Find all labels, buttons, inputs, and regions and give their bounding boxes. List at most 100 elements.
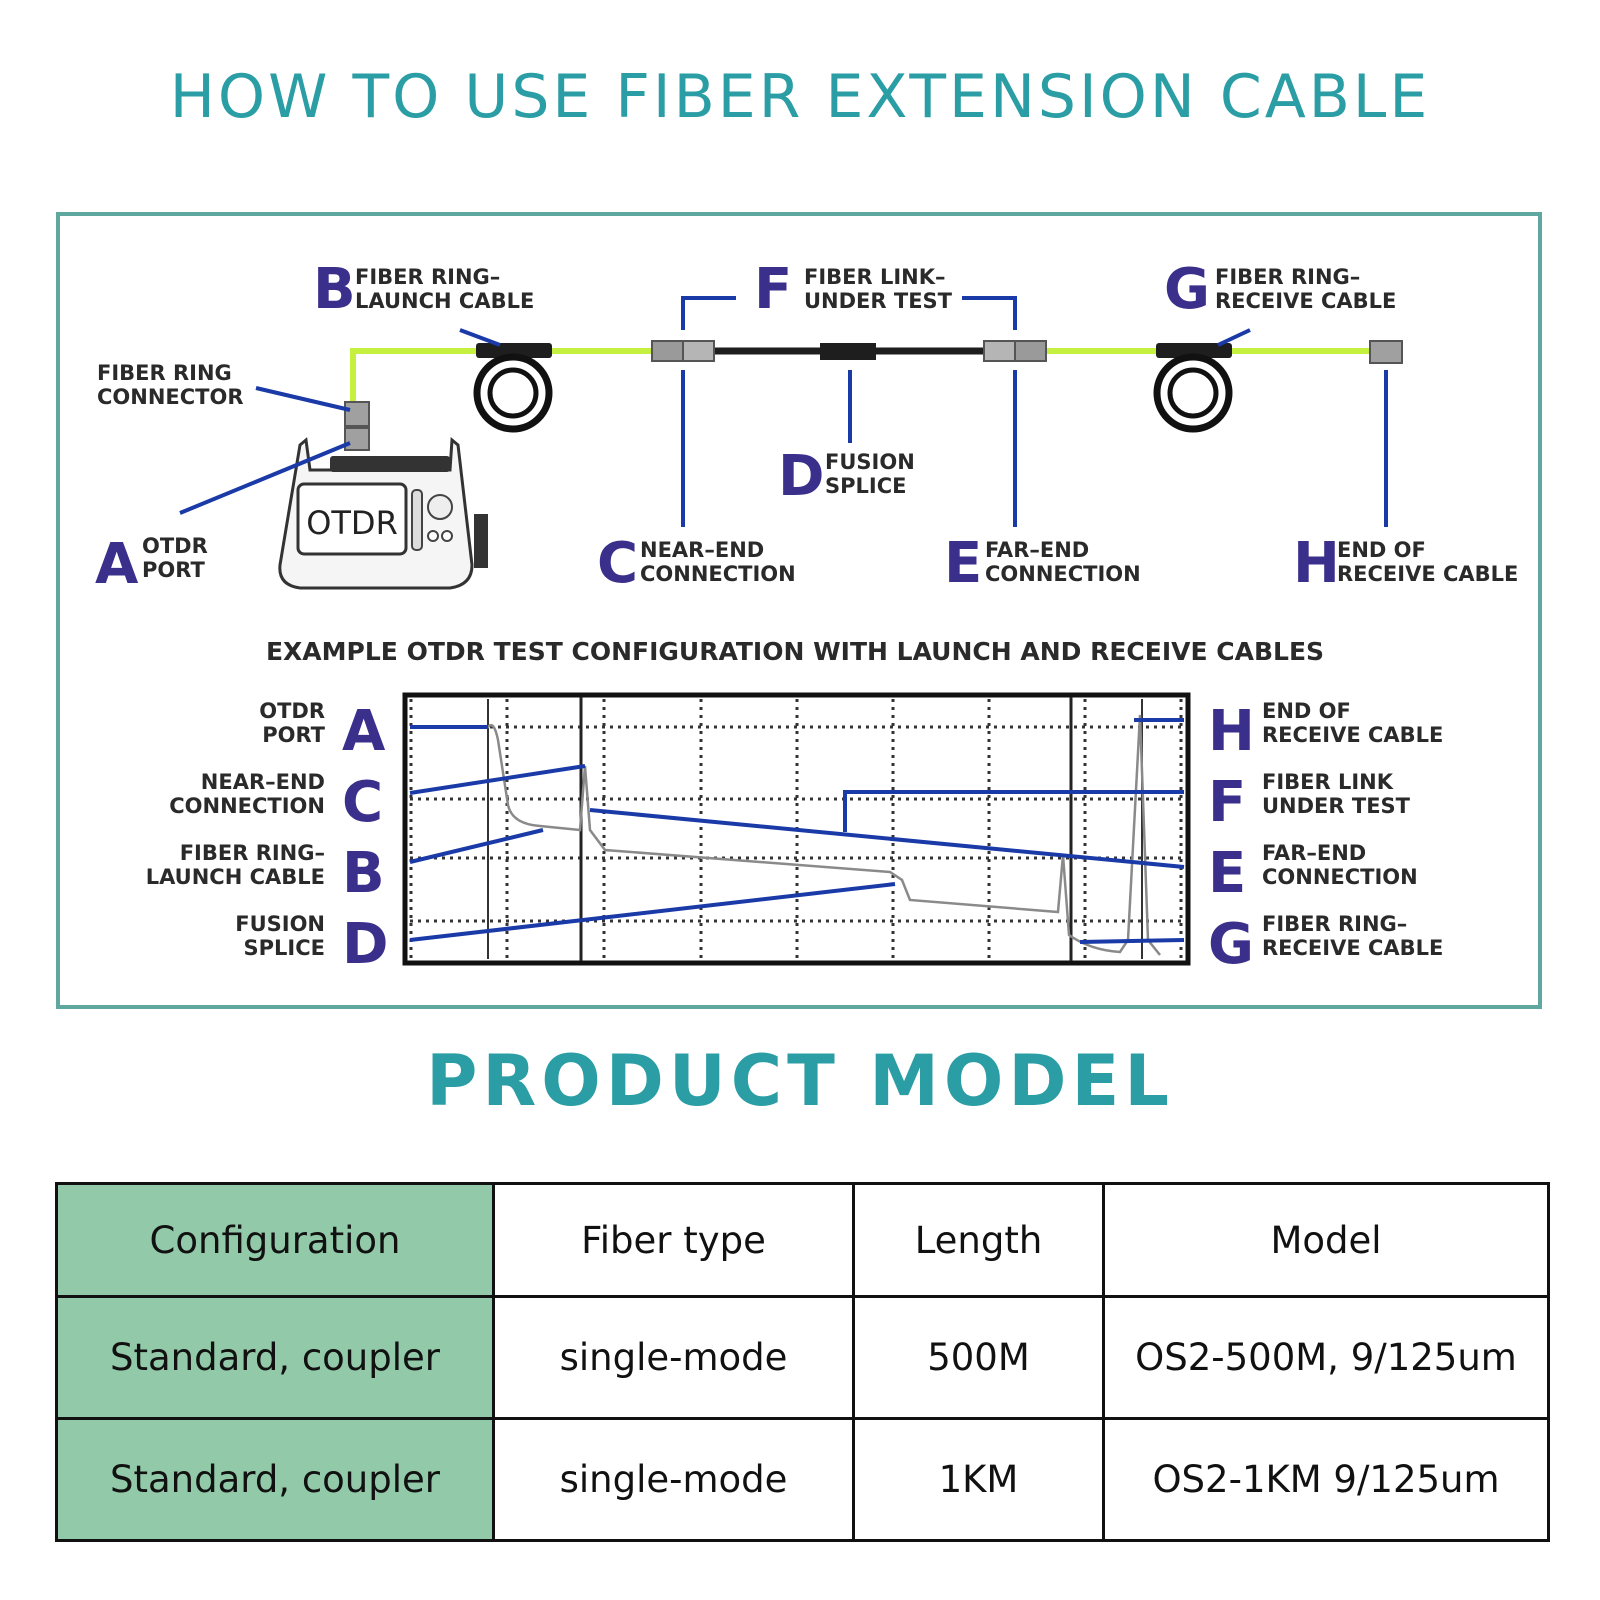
svg-text:RECEIVE CABLE: RECEIVE CABLE xyxy=(1215,289,1396,313)
cell-fiber-type: single-mode xyxy=(492,1417,855,1542)
label-connector: FIBER RING CONNECTOR xyxy=(97,361,244,409)
svg-text:UNDER TEST: UNDER TEST xyxy=(804,289,953,313)
diagram-frame xyxy=(56,212,1542,1009)
diagram-subtitle: EXAMPLE OTDR TEST CONFIGURATION WITH LAU… xyxy=(266,637,1324,666)
svg-text:E: E xyxy=(944,531,982,596)
cell-configuration: Standard, coupler xyxy=(55,1417,495,1542)
label-e-far-end: E FAR–END CONNECTION xyxy=(944,531,1141,596)
label-b-launch: B FIBER RING– LAUNCH CABLE xyxy=(313,257,534,322)
svg-text:LAUNCH CABLE: LAUNCH CABLE xyxy=(355,289,534,313)
svg-text:B: B xyxy=(313,257,356,322)
svg-text:A: A xyxy=(95,532,139,597)
svg-text:FIBER LINK–: FIBER LINK– xyxy=(804,265,946,289)
svg-text:PORT: PORT xyxy=(262,723,325,747)
header-model: Model xyxy=(1102,1182,1550,1298)
label-h-end: H END OF RECEIVE CABLE xyxy=(1293,531,1518,596)
svg-text:E: E xyxy=(1208,841,1246,906)
receive-spool-icon xyxy=(1153,343,1233,433)
svg-text:FIBER LINK: FIBER LINK xyxy=(1262,770,1394,794)
trace-curve xyxy=(410,714,1161,956)
svg-text:H: H xyxy=(1293,531,1340,596)
svg-text:CONNECTION: CONNECTION xyxy=(640,562,796,586)
otdr-screen-label: OTDR xyxy=(306,504,398,542)
trace-label-b: FIBER RING– LAUNCH CABLE B xyxy=(146,841,385,906)
svg-text:G: G xyxy=(1208,912,1254,977)
svg-text:SPLICE: SPLICE xyxy=(825,474,906,498)
trace-label-a: OTDR PORT A xyxy=(259,699,386,764)
svg-text:NEAR–END: NEAR–END xyxy=(201,770,325,794)
label-f-link: F FIBER LINK– UNDER TEST xyxy=(754,257,953,322)
launch-fiber xyxy=(350,348,655,402)
svg-text:OTDR: OTDR xyxy=(142,534,208,558)
svg-text:RECEIVE CABLE: RECEIVE CABLE xyxy=(1262,936,1443,960)
svg-text:END OF: END OF xyxy=(1262,699,1351,723)
svg-text:FIBER RING–: FIBER RING– xyxy=(1262,912,1407,936)
launch-spool-icon xyxy=(473,343,553,433)
page-title: HOW TO USE FIBER EXTENSION CABLE xyxy=(169,62,1431,132)
otdr-device-icon: OTDR xyxy=(278,401,488,590)
header-fiber-type: Fiber type xyxy=(492,1182,855,1298)
svg-text:A: A xyxy=(342,699,386,764)
trace-pointers xyxy=(409,718,1185,944)
trace-label-f: F FIBER LINK UNDER TEST xyxy=(1208,770,1411,835)
svg-text:OTDR: OTDR xyxy=(259,699,325,723)
cell-model: OS2-500M, 9/125um xyxy=(1102,1295,1550,1420)
trace-label-e: E FAR–END CONNECTION xyxy=(1208,841,1418,906)
svg-text:D: D xyxy=(778,444,824,509)
svg-text:SPLICE: SPLICE xyxy=(244,936,325,960)
near-end-connector xyxy=(651,340,715,362)
svg-text:LAUNCH CABLE: LAUNCH CABLE xyxy=(146,865,325,889)
svg-text:FAR–END: FAR–END xyxy=(1262,841,1366,865)
cell-model: OS2-1KM 9/125um xyxy=(1102,1417,1550,1542)
table-row: Standard, coupler single-mode 1KM OS2-1K… xyxy=(55,1417,1550,1542)
svg-text:CONNECTOR: CONNECTOR xyxy=(97,385,244,409)
svg-text:PORT: PORT xyxy=(142,558,205,582)
svg-text:FIBER RING–: FIBER RING– xyxy=(180,841,325,865)
trace-label-d: FUSION SPLICE D xyxy=(235,912,388,977)
svg-text:RECEIVE CABLE: RECEIVE CABLE xyxy=(1337,562,1518,586)
end-connector xyxy=(1369,340,1403,364)
svg-text:RECEIVE CABLE: RECEIVE CABLE xyxy=(1262,723,1443,747)
svg-text:CONNECTION: CONNECTION xyxy=(169,794,325,818)
otdr-trace-screen xyxy=(402,692,1191,966)
cell-configuration: Standard, coupler xyxy=(55,1295,495,1420)
label-a-port: A OTDR PORT xyxy=(95,532,208,597)
svg-text:FUSION: FUSION xyxy=(825,450,915,474)
svg-text:H: H xyxy=(1208,699,1255,764)
table-row: Standard, coupler single-mode 500M OS2-5… xyxy=(55,1295,1550,1420)
trace-grid xyxy=(409,699,1184,959)
svg-text:END OF: END OF xyxy=(1337,538,1426,562)
label-g-receive: G FIBER RING– RECEIVE CABLE xyxy=(1164,257,1396,322)
label-c-near-end: C NEAR–END CONNECTION xyxy=(597,531,796,596)
svg-text:G: G xyxy=(1164,257,1210,322)
svg-text:F: F xyxy=(754,257,792,322)
svg-text:CONNECTION: CONNECTION xyxy=(1262,865,1418,889)
cell-length: 1KM xyxy=(852,1417,1105,1542)
svg-text:C: C xyxy=(342,770,383,835)
svg-text:FIBER RING: FIBER RING xyxy=(97,361,232,385)
trace-label-h: H END OF RECEIVE CABLE xyxy=(1208,699,1443,764)
svg-text:FUSION: FUSION xyxy=(235,912,325,936)
product-model-title: PRODUCT MODEL xyxy=(426,1040,1174,1122)
table-header-row: Configuration Fiber type Length Model xyxy=(55,1182,1550,1298)
svg-text:FIBER RING–: FIBER RING– xyxy=(355,265,500,289)
svg-text:D: D xyxy=(342,912,388,977)
cell-length: 500M xyxy=(852,1295,1105,1420)
svg-text:F: F xyxy=(1208,770,1246,835)
header-configuration: Configuration xyxy=(55,1182,495,1298)
product-model-table: Configuration Fiber type Length Model St… xyxy=(55,1182,1550,1542)
svg-text:CONNECTION: CONNECTION xyxy=(985,562,1141,586)
svg-text:FIBER RING–: FIBER RING– xyxy=(1215,265,1360,289)
svg-text:FAR–END: FAR–END xyxy=(985,538,1089,562)
far-end-connector xyxy=(983,340,1047,362)
svg-text:NEAR–END: NEAR–END xyxy=(640,538,764,562)
label-d-splice: D FUSION SPLICE xyxy=(778,444,915,509)
cell-fiber-type: single-mode xyxy=(492,1295,855,1420)
svg-text:B: B xyxy=(342,841,385,906)
svg-text:UNDER TEST: UNDER TEST xyxy=(1262,794,1411,818)
trace-label-g: G FIBER RING– RECEIVE CABLE xyxy=(1208,912,1443,977)
fusion-splice-sleeve xyxy=(820,343,876,360)
trace-label-c: NEAR–END CONNECTION C xyxy=(169,770,383,835)
header-length: Length xyxy=(852,1182,1105,1298)
